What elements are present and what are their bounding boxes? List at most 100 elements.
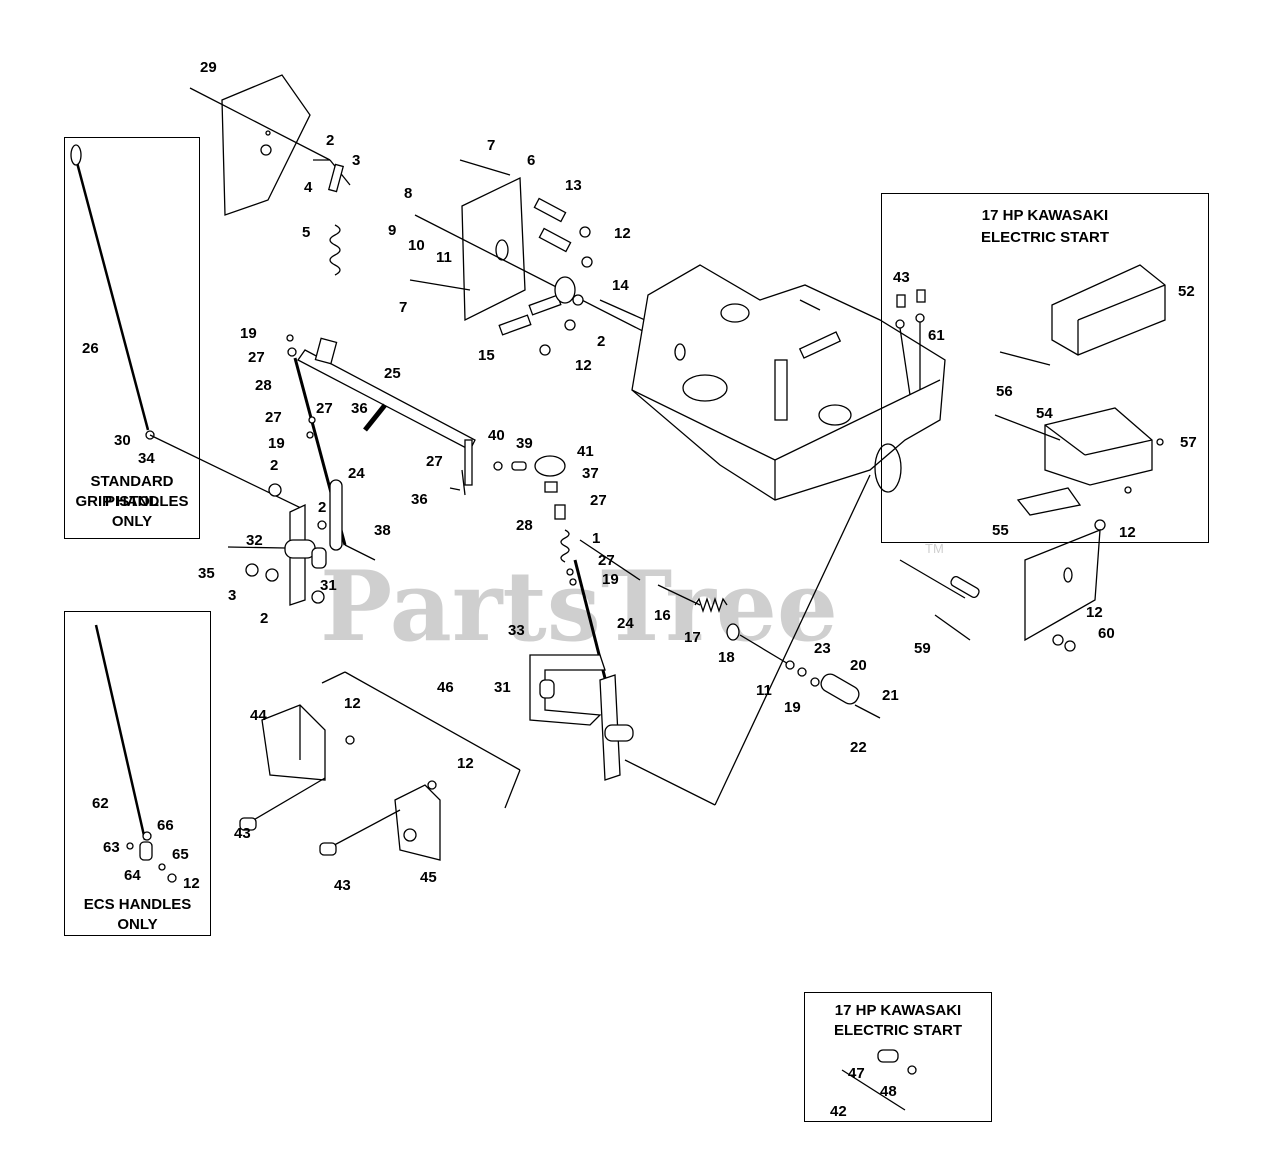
box-title-line: GRIP HANDLES <box>75 493 189 510</box>
part-label: 43 <box>334 877 351 894</box>
part-label: 33 <box>508 622 525 639</box>
starter-switch <box>841 1049 917 1111</box>
mounting-bracket-45 <box>319 780 441 861</box>
part-label: 15 <box>478 347 495 364</box>
watermark-trademark: TM <box>925 541 944 556</box>
part-label: 56 <box>996 383 1013 400</box>
part-label: 34 <box>138 450 155 467</box>
part-label: 31 <box>320 577 337 594</box>
watermark: PartsTree <box>320 550 838 663</box>
part-label: 39 <box>516 435 533 452</box>
kawasaki-upper-box: 17 HP KAWASAKI ELECTRIC START <box>881 193 1209 543</box>
part-label: 28 <box>516 517 533 534</box>
part-label: 22 <box>850 739 867 756</box>
center-control-assembly <box>449 455 634 781</box>
part-label: 20 <box>850 657 867 674</box>
handle-rod-ecs <box>94 624 177 883</box>
part-label: 12 <box>614 225 631 242</box>
part-label: 2 <box>318 499 326 516</box>
part-label: 26 <box>82 340 99 357</box>
part-label: 12 <box>344 695 361 712</box>
part-label: 11 <box>756 682 772 699</box>
part-label: 61 <box>928 327 945 344</box>
part-label: 52 <box>1178 283 1195 300</box>
part-label: 60 <box>1098 625 1115 642</box>
part-label: 46 <box>437 679 454 696</box>
part-label: 2 <box>270 457 278 474</box>
part-label: 27 <box>426 453 443 470</box>
box-title-line: STANDARD PISTOL <box>90 473 174 510</box>
part-label: 27 <box>265 409 282 426</box>
part-label: 38 <box>374 522 391 539</box>
part-label: 62 <box>92 795 109 812</box>
part-label: 40 <box>488 427 505 444</box>
part-label: 63 <box>103 839 120 856</box>
side-plate-right <box>899 529 1101 652</box>
part-label: 36 <box>411 491 428 508</box>
part-label: 27 <box>248 349 265 366</box>
battery-tray <box>895 289 1164 531</box>
part-label: 12 <box>1119 524 1136 541</box>
part-label: 7 <box>487 137 495 154</box>
part-label: 10 <box>408 237 425 254</box>
cross-shaft <box>297 337 476 496</box>
part-label: 19 <box>784 699 801 716</box>
battery-cover <box>1051 264 1166 356</box>
part-label: 41 <box>577 443 594 460</box>
part-label: 2 <box>597 333 605 350</box>
part-label: 19 <box>240 325 257 342</box>
ecs-handles-box: ECS HANDLES ONLY <box>64 611 211 936</box>
control-panel-plate <box>409 159 691 356</box>
part-label: 24 <box>617 615 634 632</box>
pistol-grip-box: STANDARD PISTOL GRIP HANDLES ONLY <box>64 137 200 539</box>
part-label: 6 <box>527 152 535 169</box>
part-label: 28 <box>255 377 272 394</box>
part-label: 12 <box>575 357 592 374</box>
part-label: 19 <box>602 571 619 588</box>
part-label: 2 <box>260 610 268 627</box>
box-title-line: 17 HP KAWASAKI <box>834 1002 962 1019</box>
part-label: 14 <box>612 277 629 294</box>
mower-chassis-frame <box>631 264 946 501</box>
box-title-line: ECS HANDLES <box>83 896 192 913</box>
part-label: 27 <box>316 400 333 417</box>
part-label: 36 <box>351 400 368 417</box>
part-label: 54 <box>1036 405 1053 422</box>
part-label: 16 <box>654 607 671 624</box>
part-label: 27 <box>590 492 607 509</box>
part-label: 35 <box>198 565 215 582</box>
part-label: 8 <box>404 185 412 202</box>
part-label: 1 <box>592 530 600 547</box>
part-label: 64 <box>124 867 141 884</box>
part-label: 13 <box>565 177 582 194</box>
handle-rod-pistol <box>70 144 306 511</box>
part-label: 25 <box>384 365 401 382</box>
part-label: 3 <box>352 152 360 169</box>
box-title-line: ONLY <box>111 513 153 530</box>
part-label: 47 <box>848 1065 865 1082</box>
part-label: 43 <box>893 269 910 286</box>
part-label: 65 <box>172 846 189 863</box>
part-label: 27 <box>598 552 615 569</box>
part-label: 57 <box>1180 434 1197 451</box>
kawasaki-lower-box: 17 HP KAWASAKI ELECTRIC START <box>804 992 992 1122</box>
part-label: 11 <box>436 249 452 266</box>
mounting-bracket-44 <box>239 704 355 831</box>
box-title-line: ONLY <box>117 916 158 933</box>
part-label: 19 <box>268 435 285 452</box>
bracket-plate-top <box>189 74 351 276</box>
part-label: 18 <box>718 649 735 666</box>
part-label: 24 <box>348 465 365 482</box>
part-labels: 29 2 3 4 5 7 6 13 8 9 10 11 12 14 7 2 15… <box>82 59 1197 1120</box>
part-label: 12 <box>1086 604 1103 621</box>
part-label: 29 <box>200 59 217 76</box>
part-label: 3 <box>228 587 236 604</box>
part-label: 37 <box>582 465 599 482</box>
part-label: 12 <box>457 755 474 772</box>
part-label: 12 <box>183 875 200 892</box>
part-label: 59 <box>914 640 931 657</box>
part-label: 17 <box>684 629 701 646</box>
part-label: 31 <box>494 679 511 696</box>
left-lever-assembly <box>227 334 376 606</box>
